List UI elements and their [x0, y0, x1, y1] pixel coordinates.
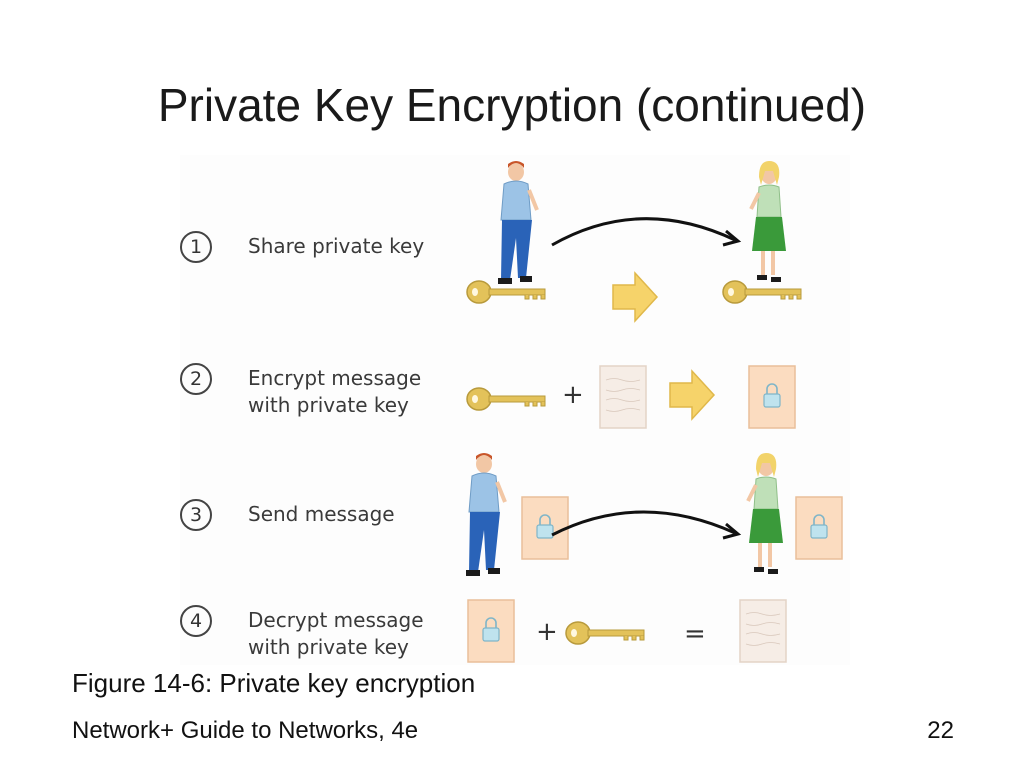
step-2-label: Encrypt message with private key [248, 366, 422, 417]
encrypted-document-icon [748, 365, 796, 429]
plus-operator: + [562, 380, 584, 410]
encrypted-document-icon [467, 599, 515, 663]
key-icon [722, 280, 802, 304]
footer-text: Network+ Guide to Networks, 4e [72, 717, 419, 744]
sender-figure [496, 159, 539, 286]
step-3-label: Send message [248, 502, 395, 526]
plus-operator: + [536, 617, 558, 647]
step-3-number: 3 [180, 499, 212, 531]
recipient-figure [749, 159, 788, 284]
step-4-label: Decrypt message with private key [248, 608, 424, 659]
step-4-number: 4 [180, 605, 212, 637]
figure-illustration [464, 159, 843, 663]
key-icon [565, 621, 645, 645]
arrow-right-icon [669, 370, 715, 420]
encrypted-document-icon [795, 496, 843, 560]
slide-title: Private Key Encryption (continued) [157, 79, 867, 131]
plain-document-icon [599, 365, 647, 429]
encrypted-document-icon [521, 496, 569, 560]
key-icon [466, 387, 546, 411]
equals-operator: = [684, 619, 706, 649]
encryption-figure: 1 Share private key 2 Encrypt message wi… [180, 155, 850, 665]
step-2-number: 2 [180, 363, 212, 395]
step-1-label: Share private key [248, 234, 425, 258]
sender-figure [464, 451, 507, 578]
arrow-right-icon [612, 272, 658, 322]
key-icon [466, 280, 546, 304]
step-1-number: 1 [180, 231, 212, 263]
plain-document-icon [739, 599, 787, 663]
figure-caption: Figure 14-6: Private key encryption [72, 668, 476, 698]
recipient-figure [746, 451, 785, 576]
page-number: 22 [927, 717, 954, 744]
